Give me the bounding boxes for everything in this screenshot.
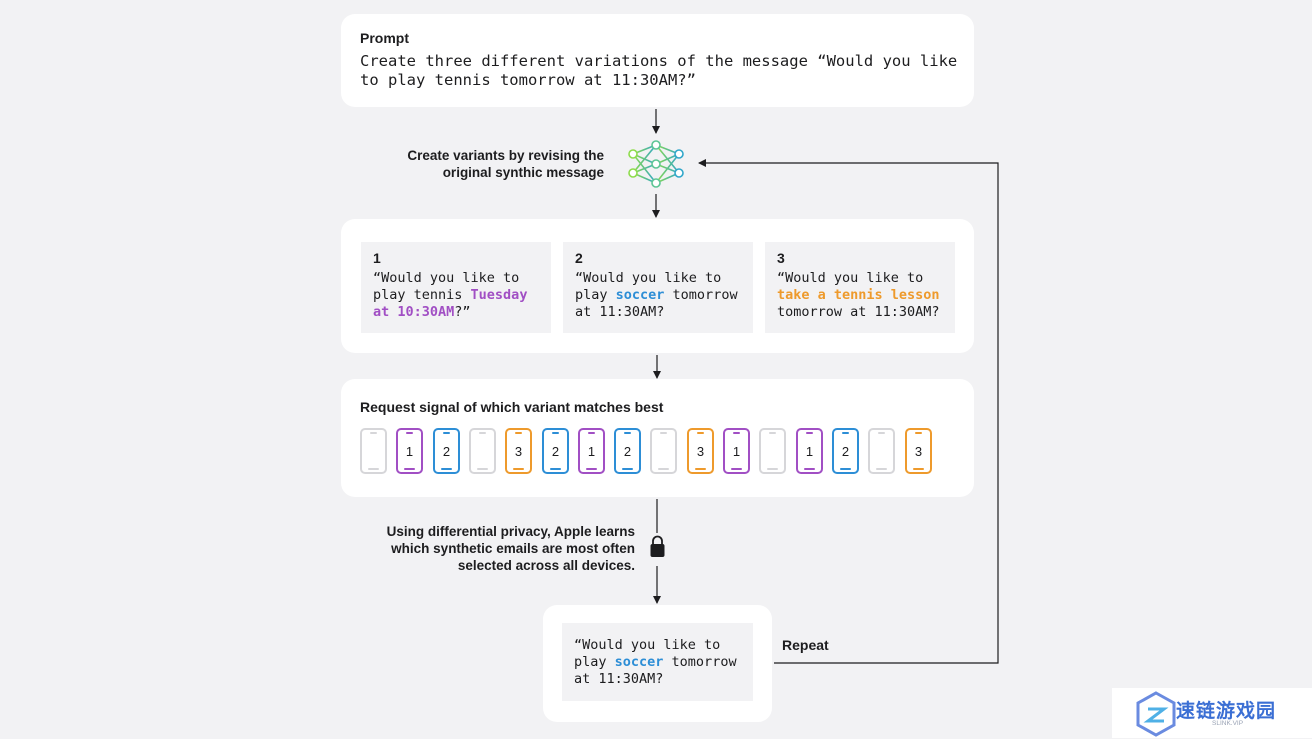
device-phone-variant-1: 1 (723, 428, 750, 474)
device-phone-number: 2 (442, 443, 451, 459)
device-phone-number: 1 (405, 443, 414, 459)
privacy-caption: Using differential privacy, Apple learns… (386, 524, 635, 573)
result-card: “Would you like to play soccer tomorrow … (543, 605, 772, 722)
device-phone-empty (759, 428, 786, 474)
repeat-loop-line (698, 159, 999, 664)
variant-number: 3 (777, 250, 785, 266)
device-phone-number: 2 (841, 443, 850, 459)
device-phone-empty (469, 428, 496, 474)
device-phone-variant-3: 3 (687, 428, 714, 474)
device-phone-number: 3 (514, 443, 523, 459)
variant-number: 2 (575, 250, 583, 266)
device-phone-variant-2: 2 (542, 428, 569, 474)
prompt-label: Prompt (360, 30, 409, 46)
model-caption: Create variants by revising the original… (407, 148, 604, 180)
variant-2: 2 “Would you like to play soccer tomorro… (563, 242, 753, 333)
device-phone-empty (868, 428, 895, 474)
variant-text: “Would you like to play tennis Tuesday a… (373, 270, 528, 320)
variant-1: 1 “Would you like to play tennis Tuesday… (361, 242, 551, 333)
neural-network-icon (628, 140, 684, 188)
variant-highlight: soccer (615, 287, 665, 303)
signal-label: Request signal of which variant matches … (360, 399, 664, 415)
watermark-subtext: SLINK.VIP (1212, 720, 1244, 727)
variant-highlight: Tuesday at 10:30AM (373, 287, 528, 320)
variant-highlight: take a tennis lesson (777, 287, 940, 303)
device-phone-number: 2 (551, 443, 560, 459)
device-phone-number: 3 (696, 443, 705, 459)
repeat-label: Repeat (782, 637, 829, 653)
device-phone-number: 2 (623, 443, 632, 459)
device-phone-number: 3 (914, 443, 923, 459)
device-phone-variant-2: 2 (614, 428, 641, 474)
device-phone-variant-3: 3 (905, 428, 932, 474)
variant-text: “Would you like to play soccer tomorrow … (575, 270, 738, 320)
device-phone-number: 1 (732, 443, 741, 459)
signal-card: Request signal of which variant matches … (341, 379, 974, 497)
device-phone-empty (360, 428, 387, 474)
device-phone-number: 1 (587, 443, 596, 459)
variants-card: 1 “Would you like to play tennis Tuesday… (341, 219, 974, 353)
prompt-text: Create three different variations of the… (360, 52, 958, 89)
result-text: “Would you like to play soccer tomorrow … (574, 637, 737, 687)
prompt-card: Prompt Create three different variations… (341, 14, 974, 107)
result-highlight: soccer (614, 654, 664, 670)
watermark-logo-icon (1136, 691, 1176, 737)
variant-text: “Would you like to take a tennis lesson … (777, 270, 940, 320)
watermark-logo: 速链游戏园 SLINK.VIP (1112, 688, 1312, 738)
device-phone-variant-2: 2 (433, 428, 460, 474)
device-phone-variant-1: 1 (796, 428, 823, 474)
device-phone-empty (650, 428, 677, 474)
device-phone-number: 1 (805, 443, 814, 459)
watermark-text: 速链游戏园 (1176, 701, 1277, 722)
device-phone-variant-1: 1 (396, 428, 423, 474)
result-box: “Would you like to play soccer tomorrow … (562, 623, 753, 701)
device-phone-variant-2: 2 (832, 428, 859, 474)
variant-number: 1 (373, 250, 381, 266)
device-phone-variant-1: 1 (578, 428, 605, 474)
device-phone-variant-3: 3 (505, 428, 532, 474)
lock-icon (650, 535, 665, 557)
variant-3: 3 “Would you like to take a tennis lesso… (765, 242, 955, 333)
